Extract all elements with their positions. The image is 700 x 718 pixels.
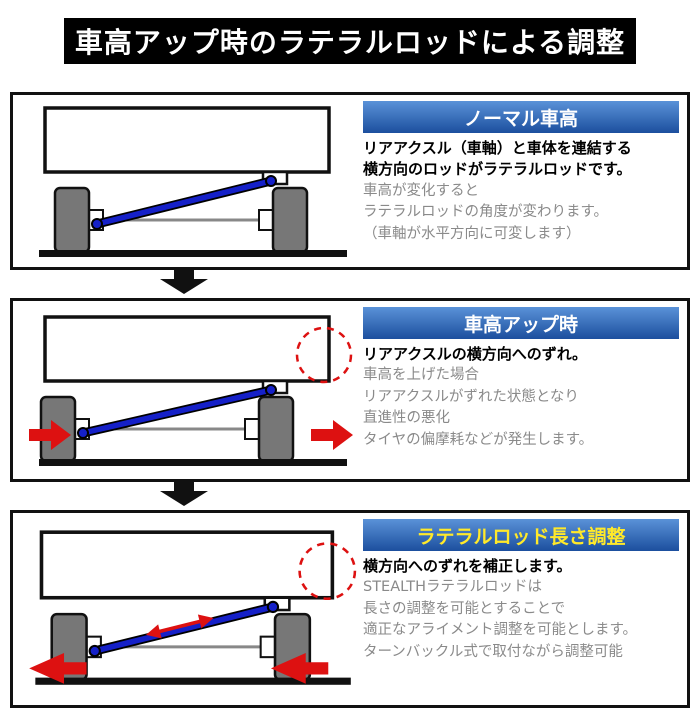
- page-title: 車高アップ時のラテラルロッドによる調整: [64, 18, 636, 64]
- axle-diagram-adjusted: [29, 530, 357, 685]
- right-axle-bracket: [258, 209, 274, 231]
- text-line: リアアクスル（車軸）と車体を連結する: [363, 139, 632, 157]
- right-axle-bracket: [244, 418, 260, 440]
- text-line: 直進性の悪化: [363, 410, 450, 427]
- shift-arrow-icon: [270, 653, 329, 684]
- text-line: 車高が変化すると: [363, 182, 479, 199]
- misalignment-highlight-circle: [295, 326, 353, 384]
- car-body: [43, 315, 331, 383]
- panel-body-text: リアアクスルの横方向へのずれ。 車高を上げた場合 リアアクスルがずれた状態となり…: [363, 344, 679, 451]
- rod-end-right: [266, 600, 280, 614]
- panel-normal-height: ノーマル車高 リアアクスル（車軸）と車体を連結する 横方向のロッドがラテラルロッ…: [10, 92, 690, 270]
- text-line: ターンバックル式で取付ながら調整可能: [363, 643, 623, 660]
- shift-arrow-icon: [311, 420, 353, 450]
- text-line: 適正なアライメント調整を可能とします。: [363, 622, 638, 639]
- text-line: （車軸が水平方向に可変します）: [363, 225, 581, 242]
- length-adjust-arrow-icon: [145, 614, 214, 639]
- lateral-rod: [94, 178, 274, 227]
- shift-arrow-icon: [29, 420, 71, 450]
- diagram-normal-height: [19, 99, 361, 263]
- panel-body-text: 横方向へのずれを補正します。 STEALTHラテラルロッドは 長さの調整を可能と…: [363, 556, 679, 663]
- panel-raised-text-area: 車高アップ時 リアアクスルの横方向へのずれ。 車高を上げた場合 リアアクスルがず…: [361, 305, 681, 475]
- text-line: リアアクスルがずれた状態となり: [363, 388, 579, 405]
- ground-line: [39, 250, 347, 257]
- text-line: ラテラルロッドの角度が変わります。: [363, 204, 609, 221]
- text-line: 長さの調整を可能とすることで: [363, 600, 566, 617]
- misalignment-highlight-circle: [298, 542, 357, 601]
- panel-header-raised: 車高アップ時: [363, 307, 679, 339]
- car-body: [43, 106, 331, 174]
- diagram-raised-height: [19, 305, 361, 475]
- axle-diagram-normal: [39, 106, 347, 257]
- panel-raised-height: 車高アップ時 リアアクスルの横方向へのずれ。 車高を上げた場合 リアアクスルがず…: [10, 298, 690, 482]
- lateral-rod: [80, 387, 274, 436]
- rod-end-right: [265, 384, 277, 396]
- shift-arrow-icon: [29, 653, 87, 684]
- down-arrow-icon: [160, 482, 208, 506]
- diagram-rod-adjustment: [19, 517, 361, 701]
- axle-diagram-raised: [29, 315, 353, 466]
- text-line: タイヤの偏摩耗などが発生します。: [363, 431, 594, 448]
- lateral-rod: [91, 604, 276, 654]
- rod-end-left: [77, 427, 89, 439]
- right-axle-bracket: [259, 635, 277, 659]
- text-line: リアアクスルの横方向へのずれ。: [363, 345, 587, 363]
- text-line: 横方向へのずれを補正します。: [363, 557, 572, 575]
- rod-end-left: [88, 644, 101, 658]
- text-line: STEALTHラテラルロッドは: [363, 579, 542, 596]
- ground-line: [39, 459, 347, 466]
- right-wheel: [271, 186, 309, 254]
- down-arrow-icon: [160, 270, 208, 294]
- panel-header-adjustment: ラテラルロッド長さ調整: [363, 519, 679, 551]
- car-body: [39, 530, 335, 600]
- rod-end-right: [265, 175, 277, 187]
- text-line: 横方向のロッドがラテラルロッドです。: [363, 160, 632, 179]
- panel-header-normal: ノーマル車高: [363, 101, 679, 133]
- left-wheel: [53, 186, 91, 254]
- right-wheel: [257, 395, 295, 463]
- panel-body-text: リアアクスル（車軸）と車体を連結する 横方向のロッドがラテラルロッドです。 車高…: [363, 138, 679, 245]
- text-line: 車高を上げた場合: [363, 367, 479, 384]
- panel-adjustment-text-area: ラテラルロッド長さ調整 横方向へのずれを補正します。 STEALTHラテラルロッ…: [361, 517, 681, 701]
- rod-end-left: [91, 218, 103, 230]
- ground-line: [35, 677, 351, 685]
- panel-normal-text-area: ノーマル車高 リアアクスル（車軸）と車体を連結する 横方向のロッドがラテラルロッ…: [361, 99, 681, 263]
- panel-rod-adjustment: ラテラルロッド長さ調整 横方向へのずれを補正します。 STEALTHラテラルロッ…: [10, 510, 690, 708]
